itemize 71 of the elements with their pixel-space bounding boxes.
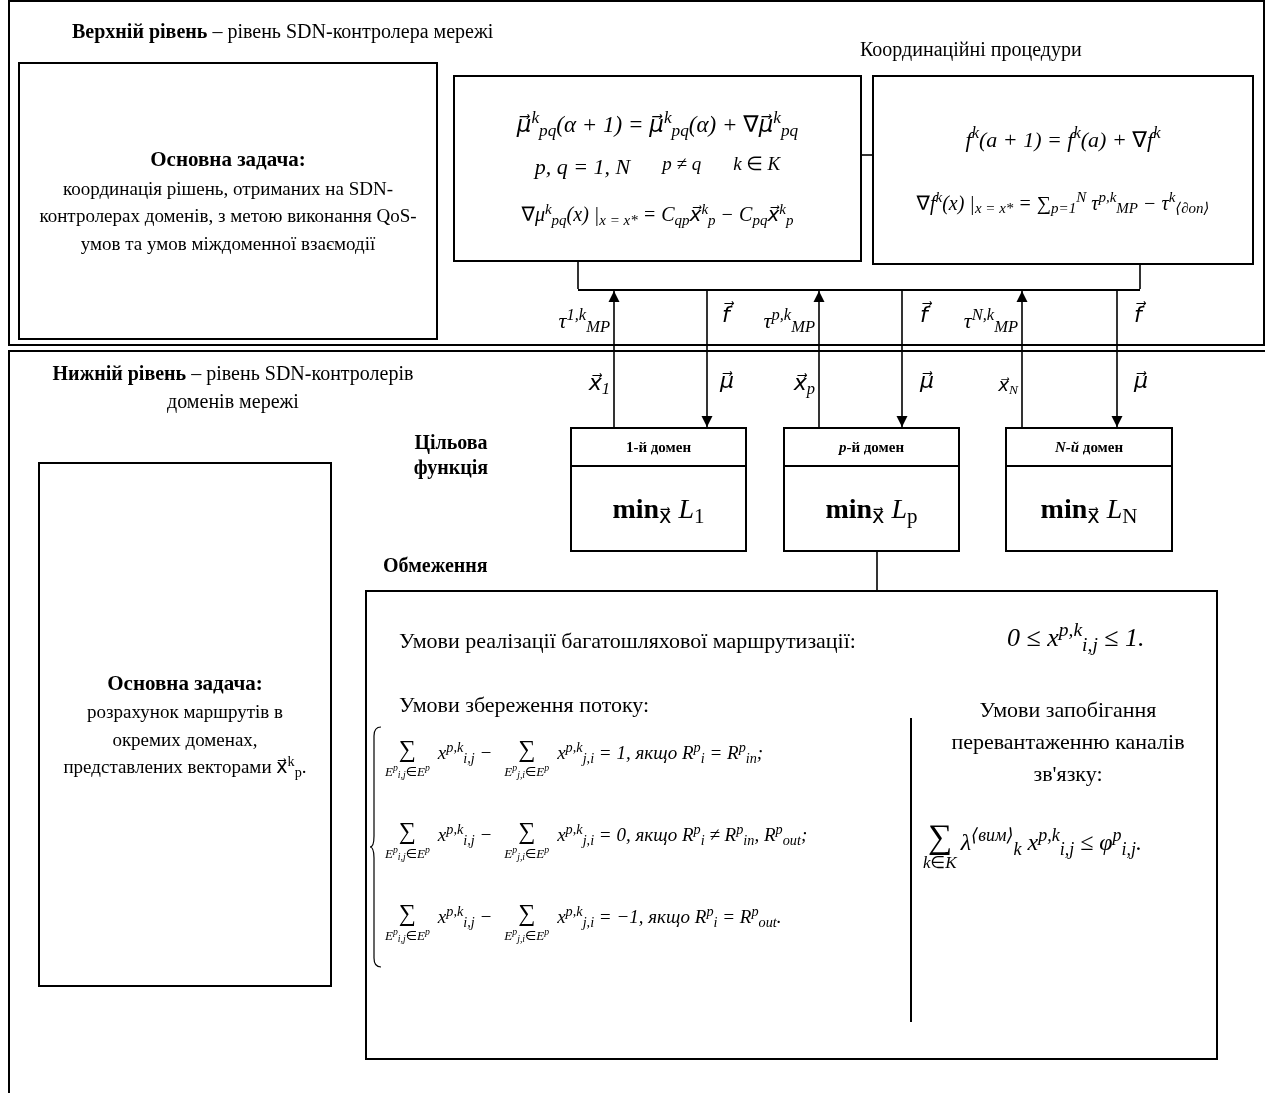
domain-box (783, 427, 960, 552)
card-text: координація рішень, отриманих на SDN-контролерах доменів, з метою виконання QoS-умов та умов міждоменної взаємодії (38, 176, 418, 256)
sum-symbol: ∑ (927, 820, 952, 854)
connector-line (861, 154, 873, 156)
level-heading: Верхній рівень – рівень SDN-контролера мережі (72, 19, 494, 45)
signal-label: μ⃗ (920, 367, 934, 395)
formula-box (872, 75, 1254, 265)
sum-index: E$^{p}$$_{j,i}$∈E$^{p}$ (504, 929, 550, 942)
sum-index: E$^{p}$$_{i,j}$∈E$^{p}$ (385, 847, 430, 860)
objective-formula: min$_{x⃗}$ L$_{1}$ (612, 491, 705, 530)
sum-symbol: ∑ (518, 901, 536, 925)
sum-index: E$^{p}$$_{i,j}$∈E$^{p}$ (385, 929, 430, 942)
formula-term: λ$^{⟨вим⟩}$$_{k}$ x$^{p,k}$$_{i,j}$ ≤ φ$^{p}$$_{i,j}$. (960, 824, 1143, 860)
formula-term: x$^{p,k}$$_{j,i}$ = −1, якщо R$^{p}$$_{i}$ = R$^{p}$$_{out}$. (557, 903, 782, 932)
sum-symbol: ∑ (398, 737, 416, 761)
connector-line (577, 261, 579, 290)
constraints-box (365, 590, 1218, 1060)
formula: k ∈ K (733, 152, 781, 177)
formula: f$^{k}$(a + 1) = f$^{k}$(a) + ∇f$^{k}$ (965, 122, 1161, 154)
level-band (8, 350, 1265, 1093)
sum-symbol: ∑ (398, 819, 416, 843)
card-title: Основна задача: (150, 146, 306, 174)
task-box (18, 62, 438, 340)
section-label: Обмеження (383, 553, 488, 578)
section-label: Цільова функція (412, 430, 490, 480)
domain-header: p-й домен (838, 437, 905, 457)
arrow (813, 290, 825, 428)
signal-label: μ⃗ (720, 367, 734, 395)
arrow (1016, 290, 1028, 428)
task-box (38, 462, 332, 987)
condition-heading: Умови запобігання перевантаженню каналів зв'язку: (950, 696, 1186, 788)
formula-box (453, 75, 862, 262)
arrow (1111, 290, 1123, 428)
domain-header: 1-й домен (625, 437, 692, 457)
bus-line (578, 289, 1140, 291)
sum-symbol: ∑ (518, 819, 536, 843)
domain-box (1005, 427, 1173, 552)
signal-label: x⃗$_{p}$ (793, 369, 815, 399)
formula: 0 ≤ x$^{p,k}$$_{i,j}$ ≤ 1. (1007, 618, 1145, 657)
domain-box (570, 427, 747, 552)
arrow (701, 290, 713, 428)
formula-term: x$^{p,k}$$_{j,i}$ = 0, якщо R$^{p}$$_{i}$ ≠ R$^{p}$$_{in}$, R$^{p}$$_{out}$; (557, 821, 808, 850)
formula-term: x$^{p,k}$$_{i,j}$ − (437, 903, 493, 932)
objective-formula: min$_{x⃗}$ L$_{N}$ (1040, 491, 1138, 530)
formula-term: x$^{p,k}$$_{i,j}$ − (437, 739, 493, 768)
sum-index: E$^{p}$$_{i,j}$∈E$^{p}$ (385, 765, 430, 778)
signal-label: x⃗$_{1}$ (588, 369, 610, 399)
level-heading: Нижній рівень – рівень SDN-контролерів доменів мережі (51, 361, 415, 415)
signal-label: μ⃗ (1134, 367, 1148, 395)
objective-formula: min$_{x⃗}$ L$_{p}$ (825, 491, 918, 530)
sum-symbol: ∑ (518, 737, 536, 761)
card-title: Основна задача: (107, 669, 263, 697)
connector-line (876, 551, 878, 591)
formula-term: x$^{p,k}$$_{i,j}$ − (437, 821, 493, 850)
arrow (608, 290, 620, 428)
domain-header: N-й домен (1054, 437, 1124, 457)
arrow (896, 290, 908, 428)
sum-index: k∈K (923, 854, 957, 871)
formula-term: x$^{p,k}$$_{j,i}$ = 1, якщо R$^{p}$$_{i}$ = R$^{p}$$_{in}$; (557, 739, 764, 768)
sum-index: E$^{p}$$_{j,i}$∈E$^{p}$ (504, 765, 550, 778)
section-title: Координаційні процедури (860, 37, 1082, 63)
sum-symbol: ∑ (398, 901, 416, 925)
sum-index: E$^{p}$$_{j,i}$∈E$^{p}$ (504, 847, 550, 860)
card-text: розрахунок маршрутів в окремих доменах, представлених векторами x⃗$^{k}$$_{p}$. (62, 700, 308, 782)
condition-heading: Умови збереження потоку: (399, 691, 650, 719)
formula: p ≠ q (662, 152, 702, 177)
signal-label: x⃗$_{N}$ (998, 374, 1018, 399)
formula: p, q = 1, N (534, 153, 631, 182)
level-band (8, 0, 1265, 346)
condition-heading: Умови реалізації багатошляхової маршрутизації: (399, 627, 856, 655)
connector-line (1139, 264, 1141, 290)
